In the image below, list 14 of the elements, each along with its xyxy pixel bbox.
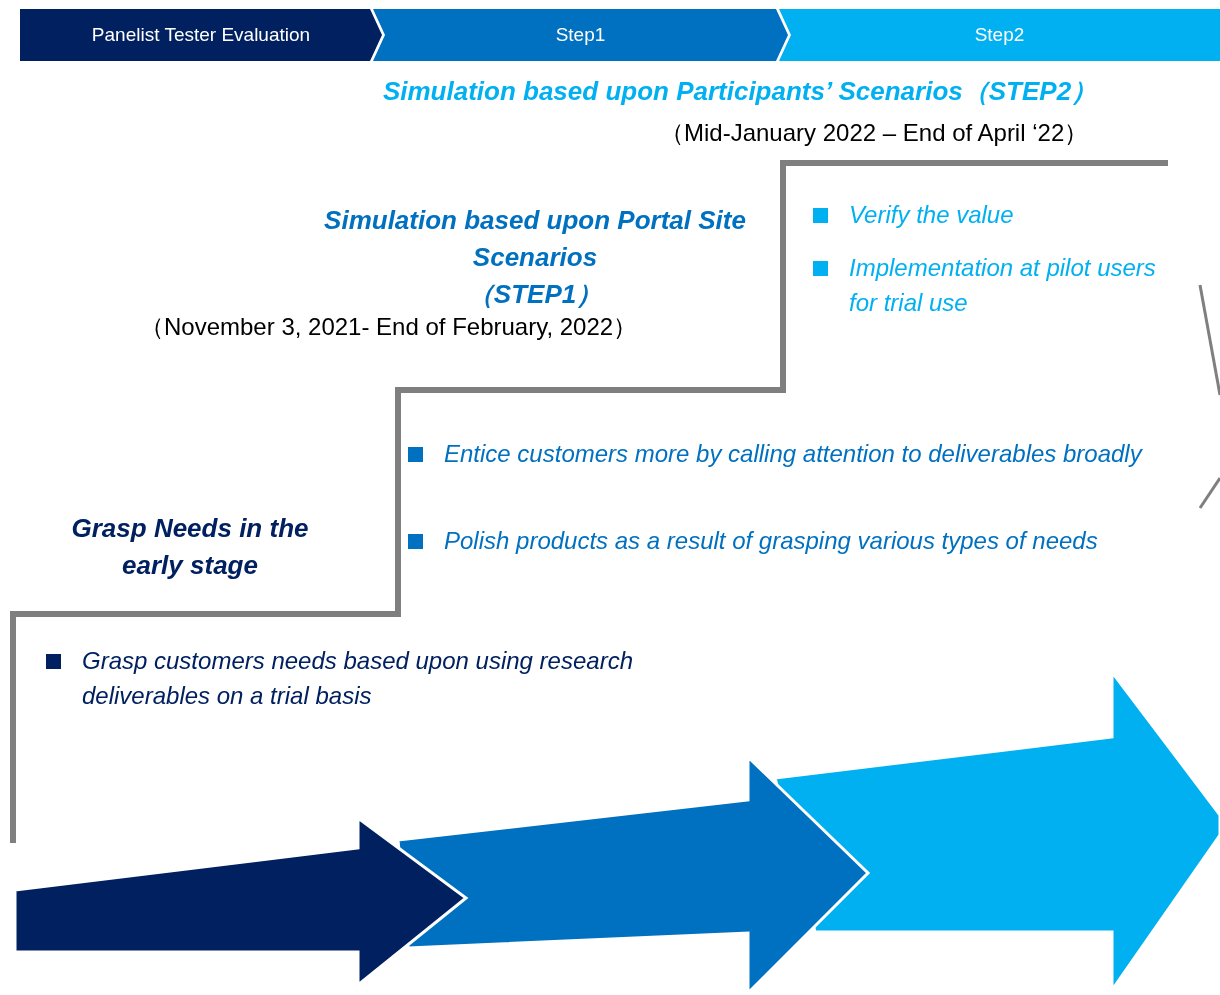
bullet-text: Grasp customers needs based upon using research deliverables on a trial basis (82, 646, 634, 711)
date-range: （November 3, 2021- End of February, 2022） (140, 312, 639, 342)
bullet-text: Verify the value (849, 200, 1015, 230)
bullet-text: Entice customers more by calling attention to deliverables broadly (444, 439, 1144, 469)
stage-title: Simulation based upon Portal Site Scenarios (323, 204, 747, 274)
bullet-text: Implementation at pilot users for trial use (849, 253, 1157, 318)
stage-title: （STEP1） (466, 278, 604, 311)
stage-title: Grasp Needs in the early stage (70, 512, 310, 582)
stage-title: Simulation based upon Participants’ Scenarios（STEP2） (381, 75, 1099, 108)
chevron-header: Step2 (779, 9, 1220, 61)
bullet-text: Polish products as a result of grasping various types of needs (444, 526, 1099, 556)
chevron-header: Panelist Tester Evaluation (20, 9, 382, 61)
date-range: （Mid-January 2022 – End of April ‘22） (660, 118, 1090, 148)
chevron-header: Step1 (373, 9, 788, 61)
